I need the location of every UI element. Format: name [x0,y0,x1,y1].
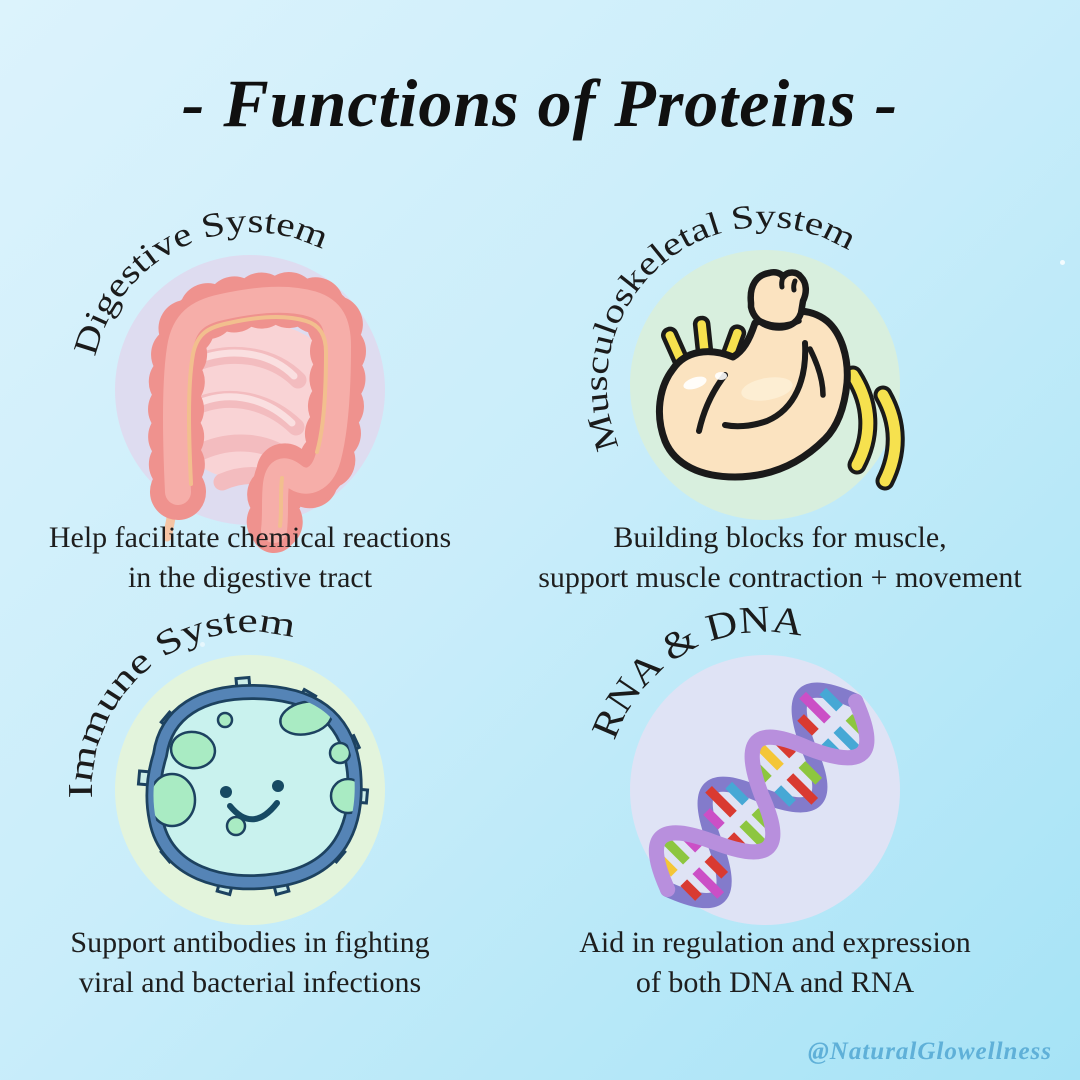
rna-dna-caption: Aid in regulation and expression of both… [520,923,1030,1003]
immune-caption: Support antibodies in fighting viral and… [0,923,500,1003]
musculoskeletal-caption: Building blocks for muscle, support musc… [520,518,1040,598]
immune-cell-icon [136,675,370,897]
dna-helix-icon [648,682,875,909]
sparkle-dot [1060,260,1065,265]
rna-dna-caption-line2: of both DNA and RNA [635,966,915,999]
flexed-bicep-icon [656,268,905,491]
rna-dna-caption-line1: Aid in regulation and expression [579,926,971,959]
musculoskeletal-caption-line1: Building blocks for muscle, [613,521,947,554]
musculoskeletal-system-panel: Musculoskeletal System [579,199,905,520]
page-title: - Functions of Proteins - [181,65,899,141]
immune-caption-line1: Support antibodies in fighting [70,926,430,959]
sparkle-dot [200,642,205,647]
digestive-caption: Help facilitate chemical reactions in th… [0,518,500,598]
musculoskeletal-caption-line2: support muscle contraction + movement [538,561,1022,594]
immune-caption-line2: viral and bacterial infections [78,966,422,999]
immune-system-panel: Immune System [61,601,385,925]
large-intestine-icon [148,271,367,558]
digestive-system-panel: Digestive System [67,203,385,558]
cell-smiley-face [220,780,284,823]
rna-dna-panel: RNA & DNA [584,598,900,925]
digestive-caption-line2: in the digestive tract [127,561,373,594]
digestive-caption-line1: Help facilitate chemical reactions [48,521,452,554]
watermark-handle: @NaturalGlowellness [808,1038,1052,1065]
